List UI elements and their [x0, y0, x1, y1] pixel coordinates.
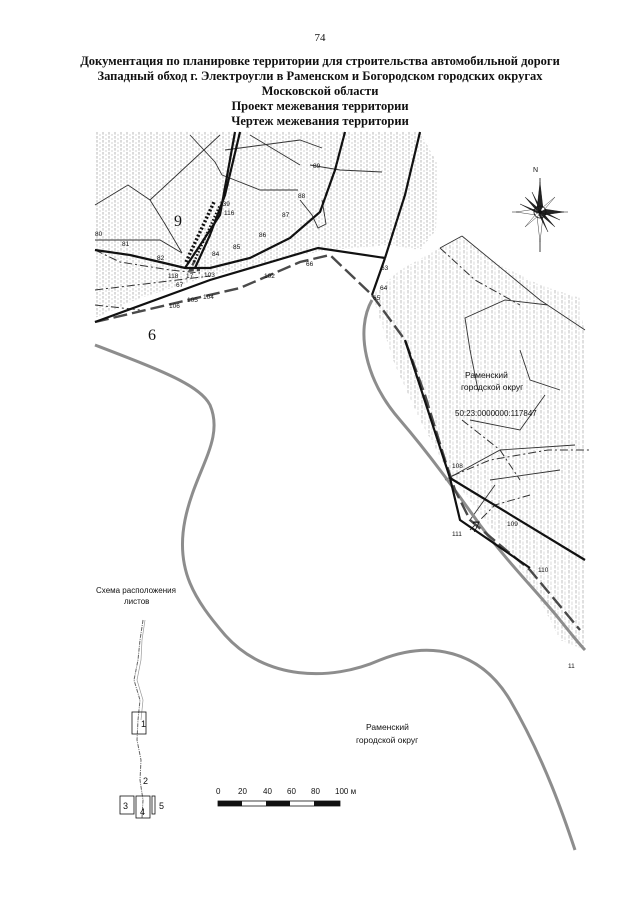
point-label: 11	[568, 663, 575, 670]
document-header: Документация по планировке территории дл…	[20, 54, 620, 129]
point-label: 85	[233, 244, 241, 251]
point-labels: 80 81 82 84 85 86 87 88 89 139 116 118 1…	[95, 163, 575, 670]
point-label: 139	[219, 201, 230, 208]
point-label: 82	[157, 255, 165, 262]
header-line-1: Документация по планировке территории дл…	[80, 54, 560, 68]
sheet-layout-inset: Схема расположения листов 1 2 3 4 5	[96, 586, 176, 819]
hatched-area-east	[372, 236, 585, 650]
header-line-2: Западный обход г. Электроугли в Раменско…	[97, 69, 543, 83]
inset-title-line2: листов	[124, 597, 149, 606]
hatched-area-northwest	[95, 132, 438, 318]
scale-bar: 0 20 40 60 80 100 м	[216, 787, 356, 807]
point-label: 67	[176, 282, 184, 289]
scale-tick-label: 20	[238, 787, 247, 796]
ramensky-lower-line1: Раменский	[366, 722, 409, 732]
inset-sheet-1: 1	[141, 719, 146, 729]
heavy-boundary-lines	[94, 131, 586, 569]
zone-label-7: 7	[472, 519, 480, 536]
point-label: 64	[380, 285, 388, 292]
inset-sheet-3: 3	[123, 801, 128, 811]
page-number: 74	[314, 32, 326, 44]
point-label: 65	[373, 295, 381, 302]
inset-sheet-5: 5	[159, 801, 164, 811]
district-border-curve	[94, 343, 577, 851]
point-label: 84	[212, 251, 220, 258]
inset-sheet-3-frame	[119, 795, 135, 815]
point-label: 81	[122, 241, 130, 248]
scale-tick-label: 40	[263, 787, 272, 796]
point-label: 111	[452, 531, 462, 538]
zone-label-9: 9	[174, 213, 182, 230]
inset-title-line1: Схема расположения	[96, 586, 176, 595]
zone-labels: 9 6 7	[148, 213, 480, 536]
point-label: 103	[204, 272, 215, 279]
inset-sheet-5-frame	[151, 795, 156, 815]
point-label: 105	[187, 297, 198, 304]
point-label: 102	[264, 273, 275, 280]
point-label: 17	[186, 273, 194, 280]
ramensky-upper-line2: городской округ	[461, 382, 523, 392]
ramensky-upper-line1: Раменский	[465, 370, 508, 380]
dotted-feature	[184, 201, 216, 263]
inset-sheet-4: 4	[140, 807, 145, 817]
inset-route-line	[133, 619, 144, 819]
header-line-5: Чертеж межевания территории	[231, 114, 409, 128]
north-label: N	[533, 167, 538, 174]
road-border-curve	[362, 299, 587, 652]
point-label: 118	[168, 273, 179, 280]
inset-sheet-4-frame	[135, 795, 151, 819]
point-label: 88	[298, 193, 306, 200]
inset-sheet-2: 2	[143, 776, 148, 786]
point-label: 106	[169, 303, 180, 310]
compass-rose: N	[512, 167, 568, 252]
inset-sheet-1-frame	[131, 711, 147, 735]
point-label: 66	[306, 261, 314, 268]
scale-tick-label: 80	[311, 787, 320, 796]
header-line-3: Московской области	[261, 84, 379, 98]
point-label: 109	[507, 521, 518, 528]
area-labels: Раменский городской округ 50:23:0000000:…	[356, 370, 537, 745]
scale-tick-label: 100 м	[335, 787, 356, 796]
point-label: 80	[95, 231, 103, 238]
scale-tick-label: 0	[216, 787, 221, 796]
point-label: 116	[224, 210, 235, 217]
point-label: 63	[381, 265, 389, 272]
cadastral-number: 50:23:0000000:117847	[455, 409, 537, 418]
point-label: 108	[452, 463, 463, 470]
point-label: 104	[203, 294, 214, 301]
point-label: 86	[259, 232, 267, 239]
header-line-4: Проект межевания территории	[231, 99, 409, 113]
zone-label-6: 6	[148, 327, 156, 344]
scale-tick-label: 60	[287, 787, 296, 796]
ramensky-lower-line2: городской округ	[356, 735, 418, 745]
point-label: 89	[313, 163, 321, 170]
point-label: 110	[538, 567, 549, 574]
point-label: 87	[282, 212, 290, 219]
